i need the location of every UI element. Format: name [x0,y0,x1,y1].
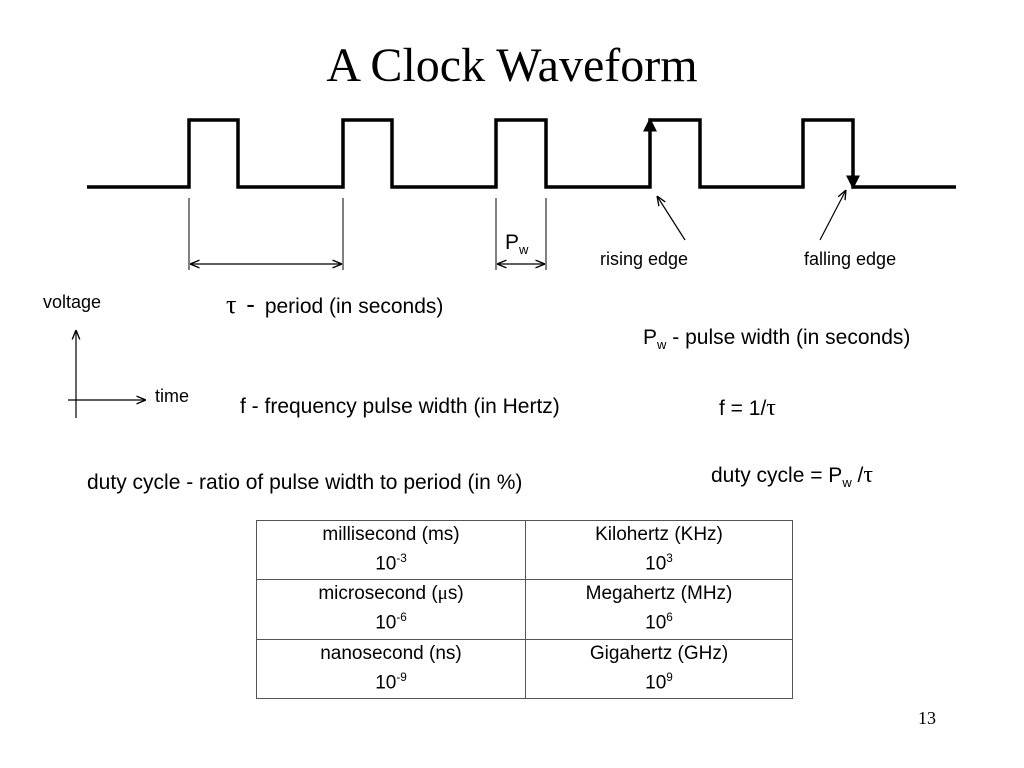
time-unit-magnitude: 10-3 [261,547,521,576]
freq-unit-cell: Megahertz (MHz) 106 [525,579,793,640]
time-unit-cell: millisecond (ms) 10-3 [256,519,526,581]
pw-label-sub: w [519,242,529,258]
time-unit-exponent: -6 [396,611,407,625]
freq-unit-cell: Gigahertz (GHz) 109 [525,638,793,699]
square-wave [87,118,956,189]
page-number: 13 [918,708,936,728]
duty-cycle-formula: duty cycle = Pw /τ [711,462,873,490]
time-unit-prefix: microsecond ( [318,583,438,605]
slide-title: A Clock Waveform [326,39,698,92]
freq-unit-name: Gigahertz (GHz) [589,642,729,664]
mu-symbol: μ [437,583,448,605]
freq-unit-base: 10 [645,671,667,693]
time-unit-cell: nanosecond (ns) 10-9 [256,638,526,699]
time-unit-suffix: s) [447,583,464,605]
period-definition: τ - period (in seconds) [226,289,443,320]
duty-formula-prefix: duty cycle = P [711,464,843,487]
frequency-formula: f = 1/τ [719,395,776,422]
freq-unit-magnitude: 103 [530,547,788,576]
duty-formula-sub: w [842,475,852,491]
tau-symbol: τ [226,290,237,319]
freq-unit-magnitude: 109 [530,666,788,695]
frequency-definition: f - frequency pulse width (in Hertz) [240,395,560,418]
duty-formula-tau: τ [863,462,874,488]
freq-unit-exponent: 9 [666,670,673,684]
frequency-formula-prefix: f = 1/ [719,397,767,420]
pw-label: Pw [505,231,528,257]
pulse-width-main: P [643,326,658,349]
time-unit-magnitude: 10-6 [261,606,521,635]
falling-edge-pointer [819,190,846,241]
table-row: nanosecond (ns) 10-9 Gigahertz (GHz) 109 [256,638,793,699]
time-unit-base: 10 [375,553,397,575]
duty-cycle-definition: duty cycle - ratio of pulse width to per… [87,471,523,494]
pulse-width-definition: Pw - pulse width (in seconds) [643,326,910,352]
time-unit-base: 10 [375,671,397,693]
freq-unit-name: Megahertz (MHz) [585,583,733,605]
freq-unit-base: 10 [645,553,667,575]
time-unit-name: millisecond (ms) [322,524,460,545]
falling-edge-label: falling edge [804,249,897,269]
time-unit-exponent: -9 [396,670,407,684]
freq-unit-magnitude: 106 [530,606,788,635]
freq-unit-cell: Kilohertz (KHz) 103 [525,519,793,581]
time-unit-exponent: -3 [396,552,407,565]
pw-label-main: P [505,231,520,254]
rising-edge-label: rising edge [600,249,689,269]
pulse-width-text: - pulse width (in seconds) [672,326,911,349]
time-unit-cell: microsecond (μs) 10-6 [256,579,526,640]
voltage-label: voltage [43,292,102,312]
time-unit-name: nanosecond (ns) [320,642,462,664]
rising-edge-pointer [657,196,686,241]
frequency-formula-tau: τ [766,395,776,421]
time-unit-magnitude: 10-9 [261,666,521,695]
period-text: period (in seconds) [264,295,444,318]
freq-unit-exponent: 6 [666,611,673,625]
freq-unit-exponent: 3 [666,552,673,565]
time-unit-base: 10 [375,612,397,634]
table-row: microsecond (μs) 10-6 Megahertz (MHz) 10… [256,579,793,640]
time-unit-name: microsecond (μs) [261,582,521,606]
table-row: millisecond (ms) 10-3 Kilohertz (KHz) 10… [256,519,793,581]
pulse-width-sub: w [657,337,667,353]
duty-formula-slash: / [851,464,864,487]
freq-unit-base: 10 [645,612,667,634]
period-dash: - [246,289,255,319]
freq-unit-name: Kilohertz (KHz) [595,524,723,545]
time-label: time [155,386,190,406]
units-table: millisecond (ms) 10-3 Kilohertz (KHz) 10… [256,519,793,699]
